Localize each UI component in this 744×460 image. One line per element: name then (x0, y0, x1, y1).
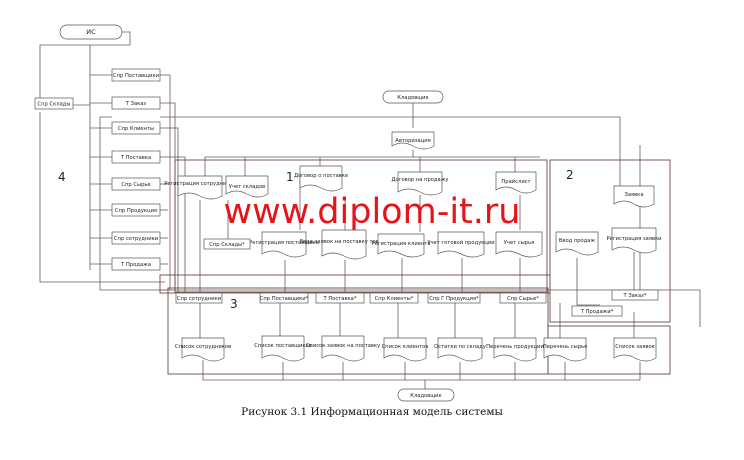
svg-text:Остатки по складу: Остатки по складу (434, 344, 486, 350)
process-supply-contract: Договор о поставке (294, 165, 348, 192)
svg-text:Спр сотрудники: Спр сотрудники (114, 236, 158, 242)
svg-text:Т Продажи*: Т Продажи* (580, 309, 614, 315)
svg-text:Список поставщиков: Список поставщиков (254, 343, 312, 349)
section-number-3: 3 (230, 297, 238, 311)
process-supply-requests: Ввод заявок на поставку товара (300, 229, 389, 260)
svg-text:Договор о поставке: Договор о поставке (294, 173, 348, 179)
svg-text:Спр Клиенты*: Спр Клиенты* (375, 296, 414, 302)
ref-box-zakaz: Т Заказ (111, 96, 161, 110)
svg-text:Договор на продажу: Договор на продажу (392, 177, 449, 183)
svg-text:Регистрация клиента: Регистрация клиента (371, 241, 430, 247)
svg-text:Ввод продаж: Ввод продаж (559, 238, 596, 244)
process-reg-employees: Регистрация сотрудников (164, 175, 236, 200)
store-zakaz: Т Заказ* (611, 289, 659, 301)
svg-text:Спр Сырье*: Спр Сырье* (507, 296, 539, 302)
svg-text:Перечень сырья: Перечень сырья (543, 344, 587, 350)
svg-text:Спр Сырье: Спр Сырье (121, 182, 150, 188)
svg-text:Спр Продукция: Спр Продукция (115, 208, 157, 214)
report-raw-materials: Перечень сырья (543, 337, 587, 362)
svg-text:Кладовщик: Кладовщик (410, 393, 441, 399)
svg-text:Спр Поставщики: Спр Поставщики (113, 73, 159, 79)
svg-text:ИС: ИС (86, 28, 96, 36)
store-prodazhi: Т Продажи* (571, 305, 623, 317)
order-node: Заявка (613, 185, 655, 208)
svg-text:Спр Г Продукция*: Спр Г Продукция* (429, 296, 479, 302)
ref-box-sklady: Спр Склады (34, 97, 74, 110)
svg-text:Т Заказ*: Т Заказ* (623, 293, 647, 299)
svg-text:Учет сырья: Учет сырья (504, 240, 535, 246)
svg-text:Регистрация поставщика: Регистрация поставщика (249, 240, 319, 246)
store-sotrudniki: Спр сотрудники (175, 292, 223, 304)
svg-text:Ввод заявок на поставку товара: Ввод заявок на поставку товара (300, 239, 389, 245)
svg-text:Прайслист: Прайслист (501, 178, 530, 185)
ref-box-klienty: Спр Клиенты (111, 121, 161, 135)
section-number-1: 1 (286, 170, 294, 184)
report-suppliers: Список поставщиков (254, 335, 312, 362)
manager-node-top: Кладовщик (382, 90, 444, 104)
svg-text:Перечень продукции: Перечень продукции (486, 344, 544, 350)
report-orders: Список заявок (613, 337, 657, 362)
svg-text:Список заявок: Список заявок (615, 344, 655, 350)
svg-text:Спр Клиенты: Спр Клиенты (118, 126, 154, 132)
svg-text:Т Поставка: Т Поставка (120, 155, 151, 161)
ref-box-postavshchiki: Спр Поставщики (111, 68, 161, 82)
manager-node-bottom: Кладовщик (397, 388, 455, 402)
process-raw-materials: Учет сырья (495, 231, 543, 258)
ref-box-produkciya: Спр Продукция (111, 203, 161, 217)
svg-text:Авторизация: Авторизация (395, 138, 430, 144)
figure-caption: Рисунок 3.1 Информационная модель систем… (241, 406, 503, 418)
store-syrye: Спр Сырье* (499, 292, 547, 304)
store-produkciya: Спр Г Продукция* (427, 292, 481, 304)
svg-text:Т Продажа: Т Продажа (120, 262, 151, 268)
ref-box-prodazha: Т Продажа (111, 257, 161, 271)
report-stock-balance: Остатки по складу (434, 337, 486, 362)
process-sales-input: Ввод продаж (555, 231, 599, 256)
svg-text:Список сотрудников: Список сотрудников (175, 344, 231, 350)
process-order-registration: Регистрация заявки (606, 227, 662, 254)
svg-text:Регистрация сотрудников: Регистрация сотрудников (164, 181, 236, 187)
section-number-4: 4 (58, 170, 66, 184)
svg-text:Учет складов: Учет складов (229, 184, 265, 190)
process-reg-client: Регистрация клиента (371, 233, 431, 258)
svg-text:Регистрация заявки: Регистрация заявки (606, 236, 661, 242)
svg-text:Спр сотрудники: Спр сотрудники (177, 296, 221, 302)
svg-text:Список клиентов: Список клиентов (382, 344, 429, 350)
report-clients: Список клиентов (382, 337, 429, 362)
ref-box-postavka: Т Поставка (111, 150, 161, 164)
svg-text:Учет готовой продукции: Учет готовой продукции (427, 239, 494, 246)
section-number-2: 2 (566, 168, 574, 182)
report-employees: Список сотрудников (175, 337, 231, 362)
ref-box-sotrudniki: Спр сотрудники (111, 231, 161, 245)
ref-box-syrye: Спр Сырье (111, 177, 161, 191)
store-postavshchiki: Спр Поставщики* (259, 292, 309, 304)
auth-node: Авторизация (391, 131, 435, 150)
process-warehouse-accounting: Учет складов (225, 175, 269, 198)
report-supply-requests: Список заявок на поставку (306, 335, 380, 362)
store-sklady: Спр Склады* (203, 238, 251, 250)
process-sale-contract: Договор на продажу (392, 171, 449, 196)
store-postavka: Т Поставка* (315, 292, 365, 304)
process-finished-goods: Учет готовой продукции (427, 231, 495, 258)
report-products: Перечень продукции (486, 337, 544, 362)
watermark-text: www.diplom-it.ru (224, 192, 521, 232)
svg-text:Спр Поставщики*: Спр Поставщики* (260, 296, 309, 302)
section-frames (159, 159, 671, 375)
store-klienty: Спр Клиенты* (369, 292, 419, 304)
svg-text:Кладовщик: Кладовщик (397, 95, 428, 101)
svg-text:Заявка: Заявка (625, 192, 644, 198)
top-node-is: ИС (59, 24, 123, 40)
svg-text:Т Заказ: Т Заказ (125, 101, 147, 107)
svg-text:Список заявок на поставку: Список заявок на поставку (306, 343, 380, 349)
process-price-list: Прайслист (495, 171, 537, 194)
process-reg-supplier: Регистрация поставщика (249, 231, 319, 258)
svg-text:Спр Склады: Спр Склады (38, 102, 71, 108)
svg-text:Спр Склады*: Спр Склады* (209, 242, 245, 248)
svg-text:Т Поставка*: Т Поставка* (323, 296, 357, 302)
